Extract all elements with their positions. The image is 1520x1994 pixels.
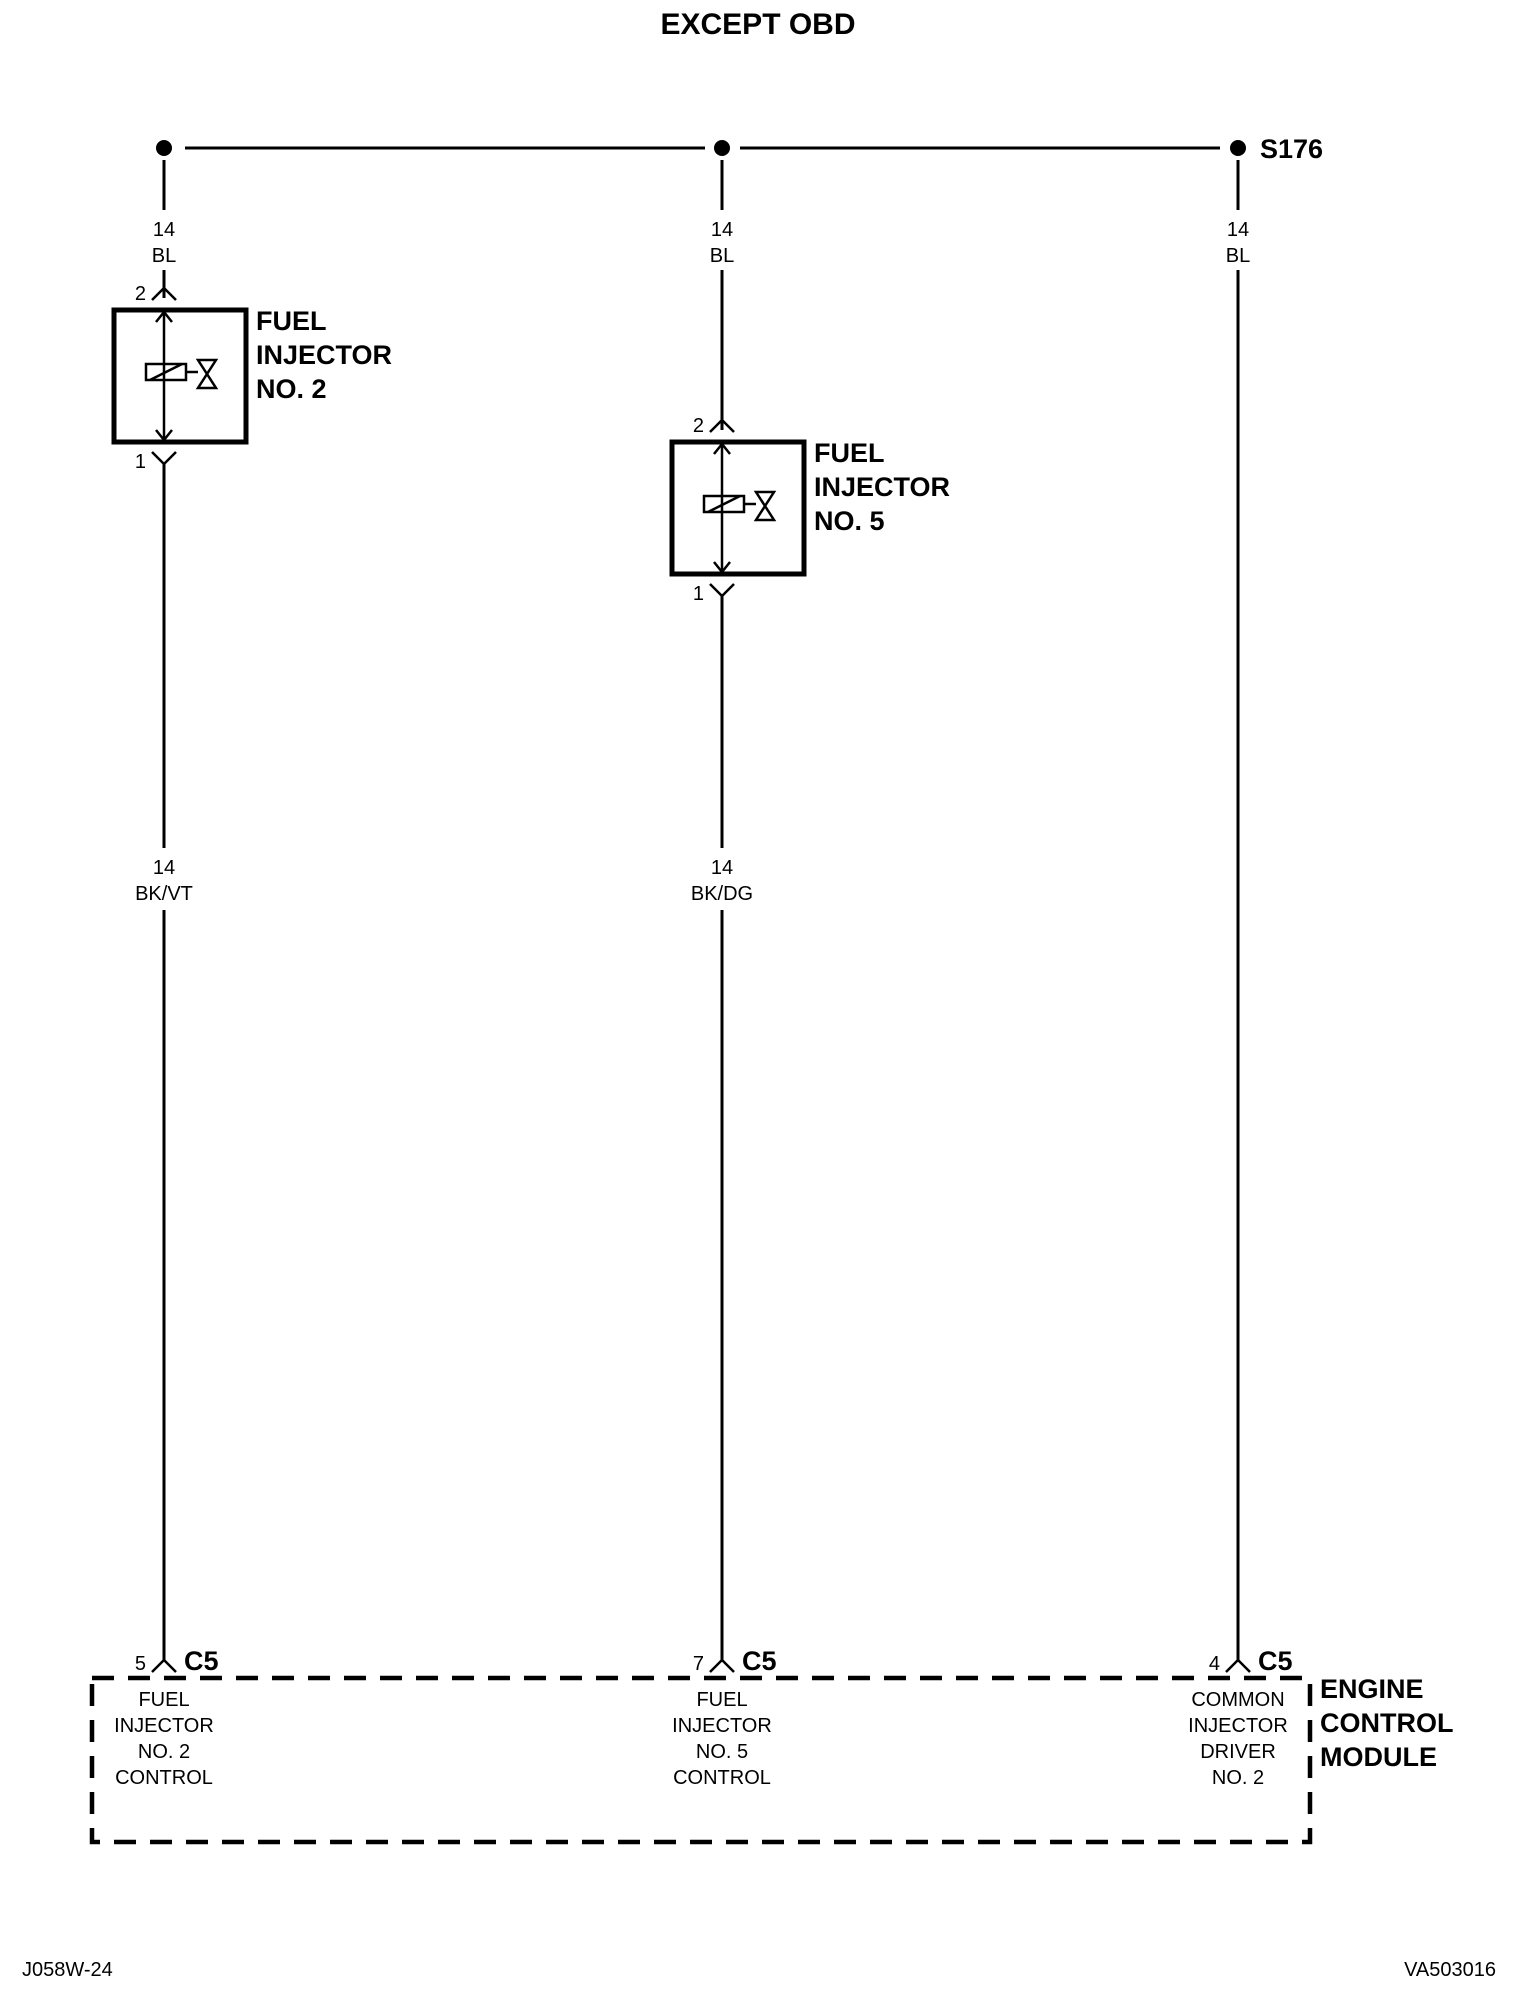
solenoid-icon	[144, 362, 188, 382]
engine-control-module-box	[89, 1675, 1313, 1845]
circuit-right: 14 BL	[1225, 160, 1251, 1673]
svg-text:CONTROL: CONTROL	[673, 1767, 771, 1789]
connector-label: C5	[184, 1646, 219, 1676]
svg-text:INJECTOR: INJECTOR	[256, 340, 392, 370]
ecm-pin-description-7: FUEL INJECTOR NO. 5 CONTROL	[672, 1689, 772, 1789]
wire-color-mid-mid: BK/DG	[691, 883, 753, 905]
svg-text:DRIVER: DRIVER	[1200, 1741, 1276, 1763]
svg-text:FUEL: FUEL	[696, 1689, 747, 1711]
svg-text:MODULE: MODULE	[1320, 1742, 1437, 1772]
connector-label: C5	[1258, 1646, 1293, 1676]
fuel-injector-2-label: FUEL INJECTOR NO. 2	[256, 306, 392, 404]
engine-control-module-label: ENGINE CONTROL MODULE	[1320, 1674, 1453, 1772]
injector2-pin-top: 2	[135, 283, 146, 305]
valve-icon	[195, 358, 219, 390]
svg-text:INJECTOR: INJECTOR	[672, 1715, 772, 1737]
svg-text:INJECTOR: INJECTOR	[1188, 1715, 1288, 1737]
fuel-injector-5-box	[669, 439, 807, 577]
valve-icon	[753, 490, 777, 522]
wire-color-top-mid: BL	[710, 245, 734, 267]
wire-color-top-left: BL	[152, 245, 176, 267]
svg-text:CONTROL: CONTROL	[1320, 1708, 1453, 1738]
svg-text:INJECTOR: INJECTOR	[114, 1715, 214, 1737]
splice-dot-left	[156, 140, 172, 156]
injector2-pin-bottom: 1	[135, 451, 146, 473]
splice-dot-middle	[714, 140, 730, 156]
ecm-pin-number: 7	[693, 1653, 704, 1675]
svg-text:NO. 2: NO. 2	[138, 1741, 190, 1763]
svg-text:NO. 5: NO. 5	[814, 506, 885, 536]
wire-gauge-top-left: 14	[153, 219, 175, 241]
solenoid-icon	[702, 494, 746, 514]
ecm-pin-description-5: FUEL INJECTOR NO. 2 CONTROL	[114, 1689, 214, 1789]
fuel-injector-2-box	[111, 307, 249, 445]
circuit-middle: 14 BL 2 FUEL INJECTOR NO. 5 1 14 BK/DG	[669, 160, 950, 1673]
svg-text:NO. 2: NO. 2	[256, 374, 327, 404]
ecm-pin-number: 5	[135, 1653, 146, 1675]
svg-text:ENGINE: ENGINE	[1320, 1674, 1424, 1704]
wire-gauge-mid-mid: 14	[711, 857, 733, 879]
footer-left-code: J058W-24	[22, 1959, 113, 1981]
ecm-connector-pins: 5 C5 7 C5 4 C5	[135, 1646, 1293, 1676]
svg-text:FUEL: FUEL	[138, 1689, 189, 1711]
splice-dot-right	[1230, 140, 1246, 156]
svg-text:CONTROL: CONTROL	[115, 1767, 213, 1789]
splice-bus: S176	[156, 134, 1323, 164]
connector-label: C5	[742, 1646, 777, 1676]
svg-text:FUEL: FUEL	[814, 438, 885, 468]
wire-gauge-mid-left: 14	[153, 857, 175, 879]
diagram-title: EXCEPT OBD	[660, 8, 855, 41]
wire-color-mid-left: BK/VT	[135, 883, 193, 905]
ecm-pin-description-4: COMMON INJECTOR DRIVER NO. 2	[1188, 1689, 1288, 1789]
injector5-pin-bottom: 1	[693, 583, 704, 605]
injector5-pin-top: 2	[693, 415, 704, 437]
svg-text:FUEL: FUEL	[256, 306, 327, 336]
fuel-injector-5-label: FUEL INJECTOR NO. 5	[814, 438, 950, 536]
svg-text:NO. 5: NO. 5	[696, 1741, 748, 1763]
svg-text:COMMON: COMMON	[1191, 1689, 1284, 1711]
svg-text:INJECTOR: INJECTOR	[814, 472, 950, 502]
wire-gauge-top-right: 14	[1227, 219, 1249, 241]
ecm-pin-number: 4	[1209, 1653, 1220, 1675]
circuit-left: 14 BL 2 FUEL INJECTOR NO. 2 1 14 BK/VT	[111, 160, 392, 1673]
wire-color-top-right: BL	[1226, 245, 1250, 267]
svg-text:NO. 2: NO. 2	[1212, 1767, 1264, 1789]
footer-right-code: VA503016	[1404, 1959, 1496, 1981]
wire-gauge-top-mid: 14	[711, 219, 733, 241]
splice-label: S176	[1260, 134, 1323, 164]
